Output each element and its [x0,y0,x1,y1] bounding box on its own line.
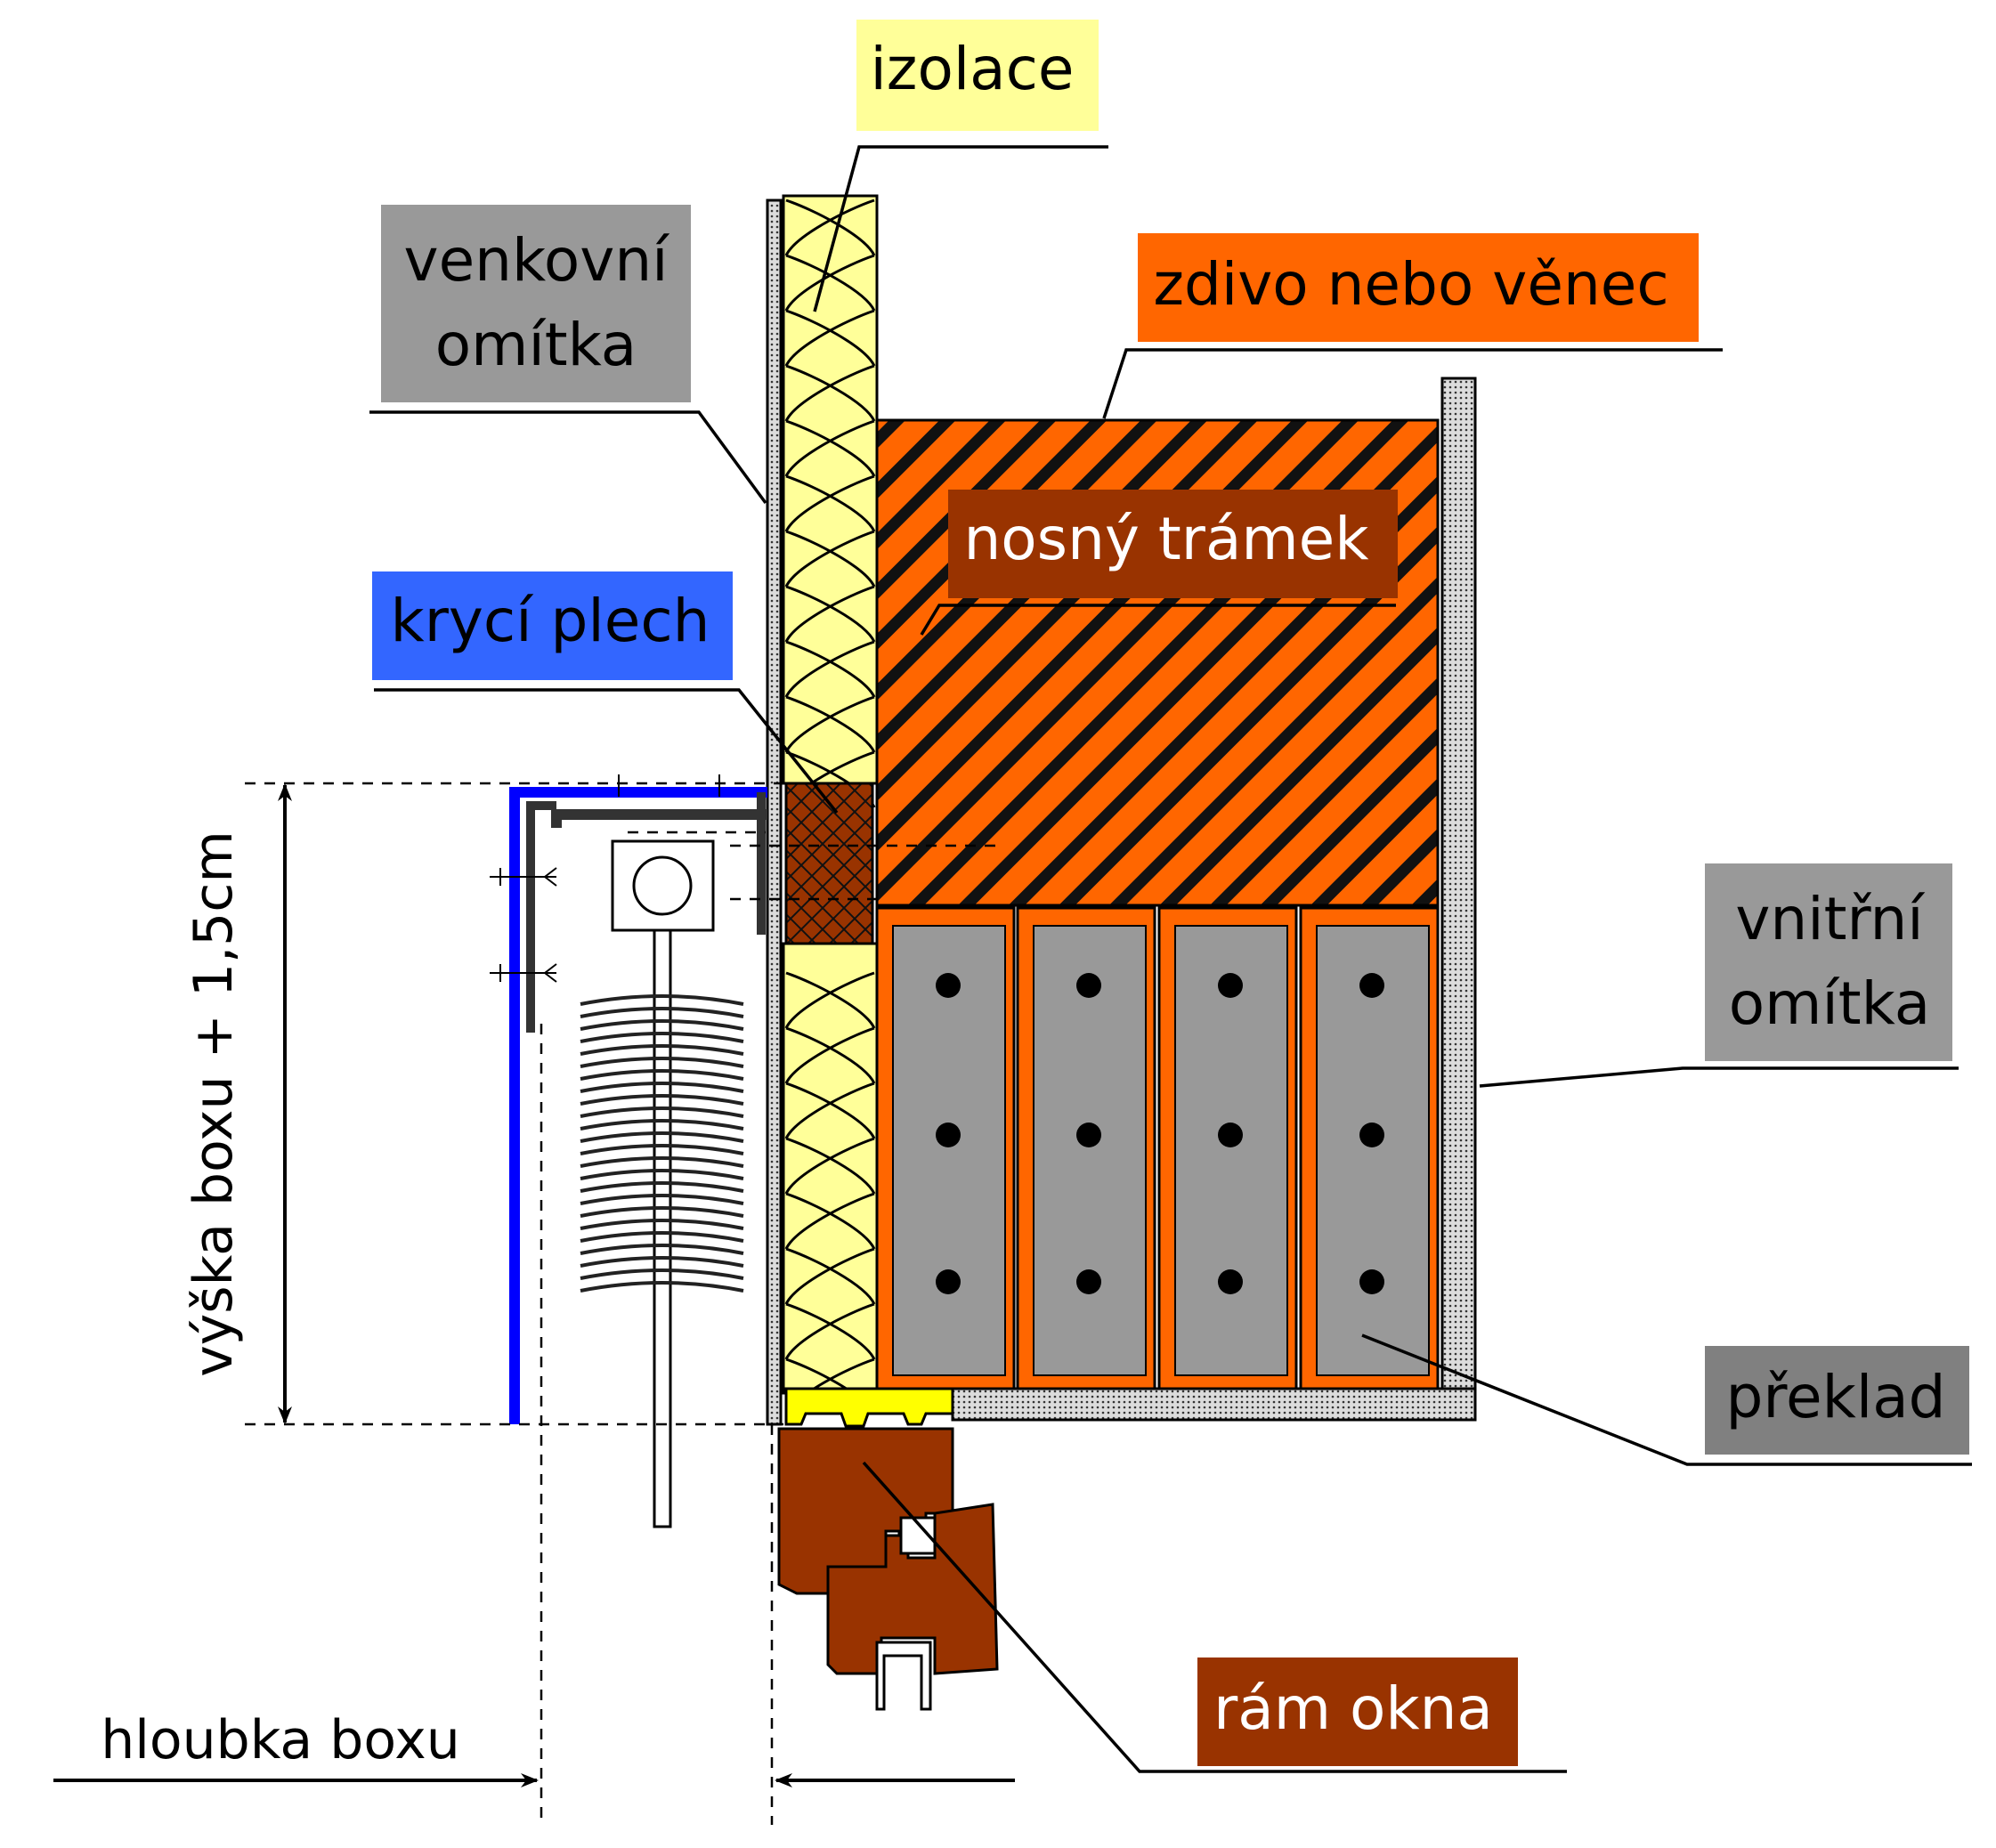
label-izolace: izolace [856,20,1099,131]
insulation-fiber [784,419,876,477]
shutter-slat [580,1057,744,1068]
label-venkovni-omitka: venkovní omítka [381,205,691,402]
shutter-slat [580,1281,744,1293]
reinforcement-bar [1218,1269,1243,1294]
insulation-fiber [784,309,876,367]
insulation [782,194,879,1395]
insulation-fiber [784,474,876,532]
insulation-fiber [784,585,876,643]
reinforcement-bar [1076,973,1101,998]
shutter-slat [580,1194,744,1205]
reinforcement-bar [1076,1269,1101,1294]
reinforcement-bar [1359,1123,1384,1147]
insulation-fiber [784,640,876,698]
insulation-fiber [784,1082,876,1139]
insulation-fiber [784,530,876,588]
leader-lines [369,145,1972,1773]
lintel-block-core [1316,925,1430,1376]
insulation-fiber [784,1137,876,1195]
insulation-fiber [784,1247,876,1305]
svg-text:vnitřní: vnitřní [1735,885,1926,953]
height-dimension-label: výška boxu + 1,5cm [183,831,245,1377]
exterior-plaster [766,199,783,1426]
reinforcement-bar [1076,1123,1101,1147]
shutter-slat [580,1169,744,1180]
insulation-fiber [785,1358,875,1393]
foam-strip [784,1387,954,1428]
label-zdivo: zdivo nebo věnec [1138,233,1699,342]
shutter-slat [580,1206,744,1218]
svg-text:krycí plech: krycí plech [391,587,710,655]
shutter-slat [580,1268,744,1280]
shutter-slat [580,1144,744,1155]
svg-text:izolace: izolace [870,35,1074,103]
reinforcement-bar [936,1269,961,1294]
reinforcement-bar [1359,973,1384,998]
support-beam [784,782,874,945]
insulation-fiber [784,1302,876,1360]
svg-text:omítka: omítka [1729,969,1930,1038]
cover-sheet [509,787,767,1424]
shutter-slat [580,1181,744,1193]
svg-text:nosný trámek: nosný trámek [963,505,1369,573]
svg-text:omítka: omítka [435,311,637,379]
shutter-slat [580,1131,744,1143]
shutter-slat [580,1082,744,1093]
reinforcement-bar [1218,1123,1243,1147]
shutter-slat [580,1044,744,1056]
reinforcement-bar [936,973,961,998]
reinforcement-bar [1359,1269,1384,1294]
svg-text:venkovní: venkovní [404,226,671,295]
lintel-block-core [1033,925,1147,1376]
insulation-fiber [784,695,876,753]
shutter-slat [580,1069,744,1081]
shutter-slat [580,1156,744,1168]
label-nosny-tramek: nosný trámek [948,490,1398,598]
svg-text:rám okna: rám okna [1213,1674,1493,1743]
shutter-slat [580,1244,744,1255]
lintel-block-core [1174,925,1288,1376]
label-ram-okna: rám okna [1197,1658,1518,1766]
shutter-slat [580,1119,744,1131]
reinforcement-bar [936,1123,961,1147]
dimension-guides [245,782,997,1825]
shutter-slat [580,1231,744,1243]
shutter-slat [580,1219,744,1230]
shutter-slat [580,994,744,1006]
shutter-slat [580,1019,744,1031]
shutter-slat [580,1106,744,1118]
shutter-slat [580,1256,744,1268]
shutter-slat [580,1007,744,1018]
insulation-fiber [784,971,876,1029]
svg-text:zdivo nebo věnec: zdivo nebo věnec [1153,250,1668,319]
insulation-fiber [784,1026,876,1084]
label-preklad: překlad [1705,1346,1969,1455]
depth-dimension: hloubka boxu [53,1709,1015,1787]
insulation-fiber [784,1192,876,1250]
reinforcement-bar [1218,973,1243,998]
height-dimension: výška boxu + 1,5cm [183,783,292,1424]
gap-markers [490,774,720,983]
label-vnitrni-omitka: vnitřní omítka [1705,863,1952,1061]
label-kryci-plech: krycí plech [372,571,733,680]
svg-text:překlad: překlad [1725,1363,1945,1431]
lintel-block-core [892,925,1006,1376]
shutter-slat [580,1032,744,1043]
depth-dimension-label: hloubka boxu [101,1709,460,1771]
roller-axle [611,839,715,1528]
shutter-slat [580,1094,744,1106]
rolled-shutter [580,994,744,1293]
window-frame [777,1427,999,1711]
insulation-fiber [784,364,876,422]
lintel-blocks [875,906,1440,1390]
